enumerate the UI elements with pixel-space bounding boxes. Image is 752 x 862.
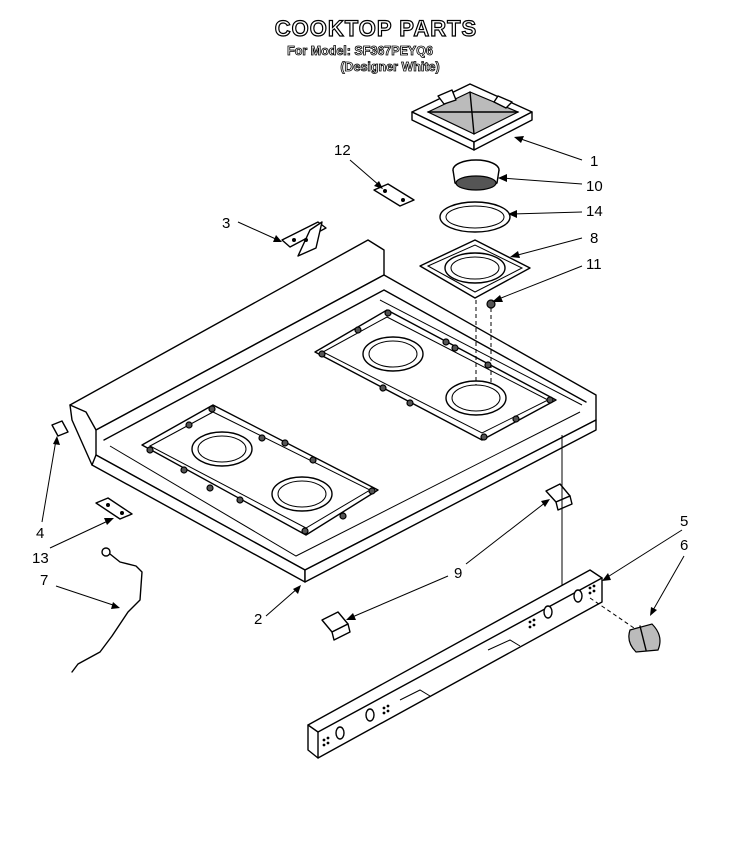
bracket-12: [373, 183, 415, 207]
callout-10: 10: [586, 178, 603, 195]
callout-13: 13: [32, 550, 49, 567]
page-title: COOKTOP PARTS: [274, 15, 478, 41]
control-knob: [628, 623, 661, 653]
callout-7: 7: [40, 572, 48, 589]
burner-bowl: [419, 239, 531, 299]
left-burner-tray: [141, 404, 379, 536]
clip-9-lower: [321, 611, 351, 641]
callout-8: 8: [590, 230, 598, 247]
callout-2: 2: [254, 611, 262, 628]
ignitor-wire: [71, 547, 143, 673]
clip-4: [51, 420, 69, 437]
callout-5: 5: [680, 513, 688, 530]
callout-3: 3: [222, 215, 230, 232]
callout-4: 4: [36, 525, 44, 542]
leader-lines: [41, 136, 685, 620]
cooktop-panel: [69, 239, 597, 583]
color-line: (Designer White): [340, 60, 440, 75]
right-burner-tray: [314, 309, 557, 441]
callout-9: 9: [454, 565, 462, 582]
callout-6: 6: [680, 537, 688, 554]
callout-11: 11: [586, 256, 602, 273]
burner-ring: [439, 201, 511, 233]
callout-labels: 1 10 14 8 11 12 3 4 13 7 2 9 5 6: [32, 142, 688, 628]
burner-grate: [411, 83, 533, 151]
clip-9-upper: [545, 483, 573, 511]
burner-cap: [452, 159, 500, 191]
model-line: For Model: SF367PEYQ6: [287, 44, 434, 59]
bracket-13: [95, 497, 133, 520]
callout-12: 12: [334, 142, 351, 159]
bracket-3: [281, 221, 327, 257]
control-panel: [307, 569, 603, 759]
callout-1: 1: [590, 153, 598, 170]
callout-14: 14: [586, 203, 603, 220]
